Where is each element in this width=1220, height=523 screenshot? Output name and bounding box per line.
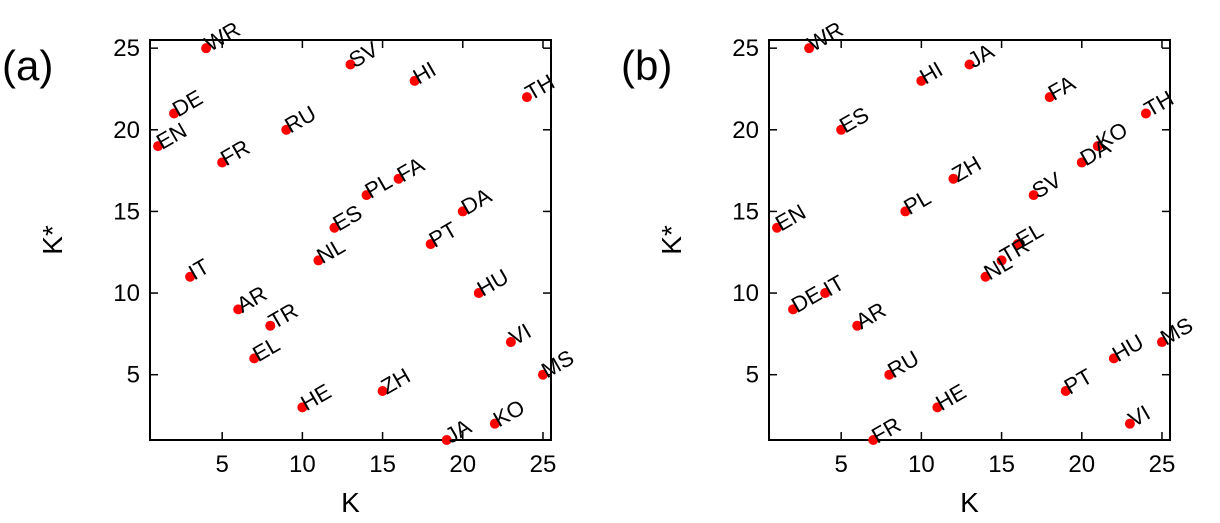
panel-label: (b) xyxy=(621,42,672,89)
x-tick-label: 20 xyxy=(1068,451,1095,478)
y-axis-label: K* xyxy=(656,225,687,255)
data-point xyxy=(185,271,196,282)
data-point xyxy=(409,75,420,86)
data-point xyxy=(297,402,308,413)
data-point xyxy=(377,386,388,397)
data-point xyxy=(1060,386,1071,397)
data-point xyxy=(1108,353,1119,364)
y-tick-label: 20 xyxy=(113,117,140,144)
data-point xyxy=(169,108,180,119)
data-point xyxy=(1140,108,1151,119)
y-tick-label: 15 xyxy=(113,198,140,225)
data-point xyxy=(836,124,847,135)
x-tick-label: 10 xyxy=(289,451,316,478)
data-point xyxy=(932,402,943,413)
data-point xyxy=(820,288,831,299)
data-point xyxy=(1012,239,1023,250)
data-point xyxy=(457,206,468,217)
x-tick-label: 5 xyxy=(216,451,229,478)
data-point xyxy=(393,173,404,184)
x-tick-label: 15 xyxy=(988,451,1015,478)
data-point xyxy=(1092,141,1103,152)
data-point xyxy=(537,369,548,380)
y-tick-label: 25 xyxy=(732,35,759,62)
data-point xyxy=(329,222,340,233)
x-axis-label: K xyxy=(960,487,979,518)
data-point xyxy=(281,124,292,135)
data-point xyxy=(916,75,927,86)
data-point xyxy=(153,141,164,152)
data-point xyxy=(1156,337,1167,348)
y-tick-label: 5 xyxy=(746,362,759,389)
data-point xyxy=(1044,92,1055,103)
data-point xyxy=(868,435,879,445)
data-point xyxy=(233,304,244,315)
data-point xyxy=(361,190,372,201)
data-point xyxy=(489,418,500,429)
data-point xyxy=(980,271,991,282)
x-tick-label: 20 xyxy=(449,451,476,478)
data-point xyxy=(265,320,276,331)
plot-frame xyxy=(768,39,1171,441)
data-point xyxy=(996,255,1007,266)
data-point xyxy=(788,304,799,315)
y-tick-label: 15 xyxy=(732,198,759,225)
data-point xyxy=(345,59,356,70)
data-point xyxy=(948,173,959,184)
data-point xyxy=(217,157,228,168)
data-point xyxy=(505,337,516,348)
x-tick-label: 15 xyxy=(369,451,396,478)
data-point xyxy=(1028,190,1039,201)
data-point xyxy=(521,92,532,103)
y-tick-label: 20 xyxy=(732,117,759,144)
plot-frame xyxy=(149,39,552,441)
panel-label: (a) xyxy=(2,42,53,89)
data-point xyxy=(900,206,911,217)
y-axis-label: K* xyxy=(37,225,68,255)
y-tick-label: 5 xyxy=(127,362,140,389)
data-point xyxy=(313,255,324,266)
x-tick-label: 25 xyxy=(1149,451,1176,478)
x-tick-label: 5 xyxy=(835,451,848,478)
data-point xyxy=(249,353,260,364)
data-point xyxy=(772,222,783,233)
data-point xyxy=(201,43,212,54)
x-axis-label: K xyxy=(341,487,360,518)
data-point xyxy=(473,288,484,299)
data-point xyxy=(1124,418,1135,429)
y-tick-label: 25 xyxy=(113,35,140,62)
data-point xyxy=(441,435,452,445)
x-tick-label: 25 xyxy=(530,451,557,478)
y-tick-label: 10 xyxy=(732,280,759,307)
data-point xyxy=(804,43,815,54)
data-point xyxy=(1076,157,1087,168)
data-point xyxy=(964,59,975,70)
data-point xyxy=(884,369,895,380)
data-point xyxy=(425,239,436,250)
y-tick-label: 10 xyxy=(113,280,140,307)
x-tick-label: 10 xyxy=(908,451,935,478)
data-point xyxy=(852,320,863,331)
